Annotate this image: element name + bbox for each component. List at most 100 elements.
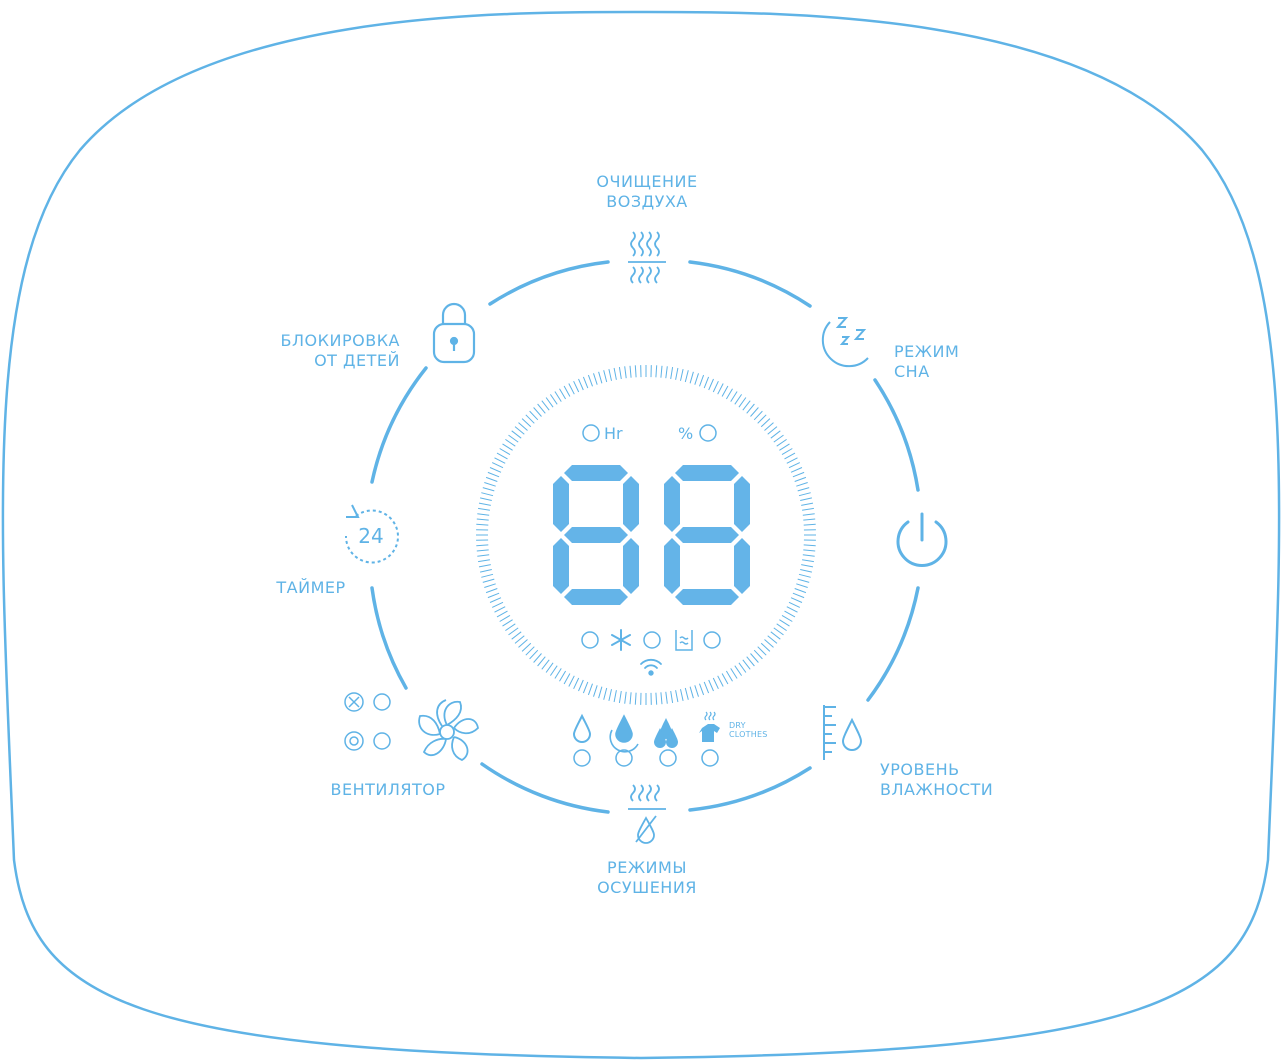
dial-tick	[487, 592, 500, 599]
dial-tick	[563, 385, 571, 397]
dial-tick	[559, 670, 567, 682]
dial-tick	[568, 675, 575, 687]
dial-tick	[489, 467, 502, 473]
dry-clothes-icon	[699, 711, 720, 742]
dial-tick	[476, 523, 489, 526]
dry-mode-icon[interactable]	[628, 784, 666, 844]
dial-tick	[613, 690, 617, 703]
fan-high-icon	[344, 731, 364, 751]
dial-tick	[794, 476, 807, 482]
dial-tick	[699, 374, 705, 387]
power-icon[interactable]	[896, 512, 948, 567]
drop-icon	[572, 713, 592, 743]
air-purification-icon[interactable]	[628, 231, 666, 284]
dial-tick	[479, 569, 492, 573]
dial-tick	[529, 410, 539, 421]
dial-tick	[660, 692, 663, 705]
dial-tick	[784, 610, 796, 618]
control-ring	[370, 260, 920, 814]
dial-tick	[477, 554, 490, 557]
dial-tick	[721, 673, 729, 685]
snowflake-icon	[611, 629, 631, 651]
digit-segment	[623, 538, 639, 594]
digit-segment	[675, 589, 739, 605]
dial-tick	[582, 376, 589, 389]
dial-tick	[776, 623, 787, 632]
dial-tick	[788, 601, 801, 608]
dial-tick	[803, 523, 816, 526]
dial-tick	[514, 635, 525, 644]
dial-tick	[803, 544, 816, 547]
dial-tick	[798, 573, 811, 578]
dial-tick	[525, 414, 535, 424]
dial-tick	[757, 414, 767, 424]
dial-tick	[634, 365, 637, 378]
dial-tick	[712, 677, 719, 690]
dial-tick	[786, 606, 798, 613]
dial-tick	[618, 691, 622, 703]
dial-tick	[802, 513, 815, 516]
dial-tick	[482, 578, 495, 583]
dial-tick	[485, 476, 498, 482]
dial-tick	[573, 380, 580, 393]
dial-tick	[533, 653, 542, 663]
dial-tick	[478, 507, 490, 511]
dial-tick	[680, 368, 684, 381]
percent-indicator	[699, 424, 717, 442]
dial-tick	[796, 583, 808, 588]
dial-tick	[537, 403, 546, 414]
dial-tick	[481, 492, 494, 497]
dial-tick	[505, 623, 516, 632]
dial-tick	[717, 383, 724, 395]
dial-tick	[545, 397, 554, 408]
wifi-icon	[640, 658, 662, 676]
dial-tick	[482, 487, 495, 492]
lock-icon[interactable]	[432, 302, 476, 364]
dial-tick	[578, 679, 584, 692]
digit-segment	[553, 476, 569, 532]
dial-tick	[800, 497, 813, 501]
dial-tick	[750, 407, 759, 417]
humidity-scale-icon[interactable]	[823, 705, 863, 760]
digit-segment	[734, 476, 750, 532]
dial-tick	[624, 691, 627, 704]
dial-tick	[803, 549, 816, 552]
dial-tick	[802, 507, 814, 511]
dial-tick	[598, 371, 603, 384]
dial-tick	[481, 573, 494, 578]
drop-auto-icon	[609, 714, 639, 753]
dial-tick	[477, 513, 490, 516]
drops-icon	[654, 718, 678, 748]
fan-icon[interactable]	[418, 699, 479, 762]
dial-tick	[549, 665, 558, 676]
dry-modes-label: РЕЖИМЫ ОСУШЕНИЯ	[597, 858, 697, 897]
dial-tick	[760, 418, 771, 428]
dial-tick	[781, 448, 793, 456]
dial-tick	[725, 670, 733, 682]
dial-tick	[790, 467, 803, 473]
dial-tick	[708, 679, 714, 692]
dial-tick	[794, 588, 807, 594]
dial-tick	[694, 373, 699, 385]
fan-low-indicator	[373, 693, 391, 711]
dial-tick	[746, 656, 755, 667]
child-lock-label: БЛОКИРОВКА ОТ ДЕТЕЙ	[280, 331, 400, 370]
dial-tick	[734, 394, 743, 405]
dial-tick	[675, 690, 679, 703]
dial-tick	[491, 462, 504, 469]
dial-tick	[721, 385, 729, 397]
dial-tick	[478, 502, 491, 506]
sleep-moon-icon[interactable]	[821, 317, 869, 368]
dial-tick	[800, 569, 813, 573]
dial-tick	[670, 367, 674, 379]
dial-tick	[563, 673, 571, 685]
dial-tick	[603, 370, 608, 383]
dial-tick	[587, 683, 593, 696]
dial-tick	[712, 380, 719, 393]
dial-tick	[801, 564, 814, 568]
dial-tick	[505, 438, 516, 447]
dial-tick	[529, 649, 539, 660]
timer-24-icon[interactable]: 24	[344, 504, 399, 564]
dial-tick	[797, 487, 810, 492]
dial-tick	[489, 597, 502, 603]
